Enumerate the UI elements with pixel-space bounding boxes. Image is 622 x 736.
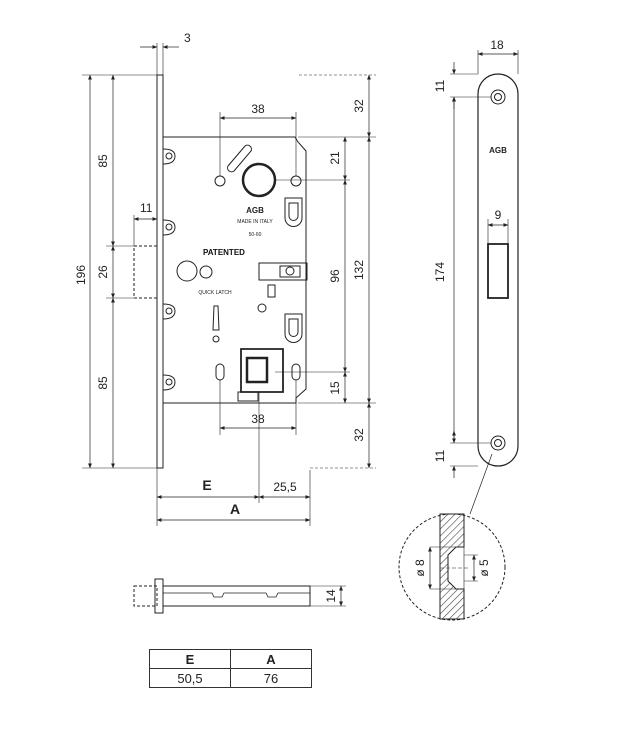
quick-latch-text: QUICK LATCH [198,290,232,296]
dim-spindle-to-bottom: 132 [352,260,366,280]
dim-middle-section: 26 [96,265,110,279]
table-header-e: E [149,649,231,669]
made-in-text: MADE IN ITALY [237,219,273,225]
slot-hole [227,144,252,173]
label-e: E [202,477,211,493]
fixing-hole-left [214,175,226,187]
key-square [245,356,269,384]
clip-top [284,197,303,227]
follower-hole [241,162,277,198]
dim-detail-outer: ø 8 [413,559,427,577]
dim-backset-extra: 25,5 [273,480,297,494]
dim-side-width: 18 [490,38,504,52]
patented-text: PATENTED [203,248,245,257]
case-edge [162,585,311,607]
table-header-a: A [230,649,312,669]
latch-opening [487,243,509,299]
screw-hole-bottom [490,435,506,451]
dim-bottom-margin: 32 [352,428,366,442]
lug-4 [162,374,176,391]
latch-bolt [133,245,158,299]
latch-slider [258,262,308,281]
detail-section [439,513,465,620]
dim-top-hole-spacing: 38 [251,102,265,116]
table-cell-a: 76 [230,668,312,688]
screw-hole-top [490,89,506,105]
latch-projection [133,585,158,607]
lug-1 [162,148,176,165]
dim-spindle-to-key: 96 [328,269,342,283]
dim-side-bottom-offset: 11 [433,449,447,462]
lever [212,305,220,331]
model-text: 50-60 [249,232,262,238]
lock-case [163,136,307,404]
detail-circle [398,513,506,621]
dim-faceplate-thickness: 3 [184,31,191,45]
small-hole [199,265,213,279]
dim-slot-width: 9 [495,208,502,222]
label-a: A [230,501,240,517]
lug-3 [162,303,176,320]
dim-overall-height: 196 [74,265,88,285]
table-cell-e: 50,5 [149,668,231,688]
dim-latch-offset: 11 [140,201,153,215]
lug-2 [162,219,176,236]
clip-bottom [284,313,303,343]
table-row: 50,5 76 [149,668,312,688]
dim-bottom-hole-spacing: 38 [251,412,265,426]
dim-side-height: 174 [433,262,447,282]
dim-upper-section: 85 [96,154,110,168]
dim-bottom-thickness: 14 [324,589,338,603]
dim-side-top-offset: 11 [433,79,447,92]
lower-hole-left [215,363,225,381]
table-header-row: E A [149,649,312,669]
brand-mark: AGB [246,206,264,215]
dim-detail-inner: ø 5 [477,559,491,577]
key-box [240,348,284,393]
faceplate [156,74,164,469]
spec-table: E A 50,5 76 [149,649,312,688]
dim-spindle-to-top: 21 [328,151,342,165]
dim-top-margin: 32 [352,99,366,113]
latch-cam [176,260,198,282]
dim-key-offset: 15 [328,381,342,395]
faceplate-side [477,73,519,467]
fixing-hole-right [290,175,302,187]
side-brand-mark: AGB [489,146,507,155]
dim-lower-section: 85 [96,376,110,390]
faceplate-edge [154,578,164,614]
